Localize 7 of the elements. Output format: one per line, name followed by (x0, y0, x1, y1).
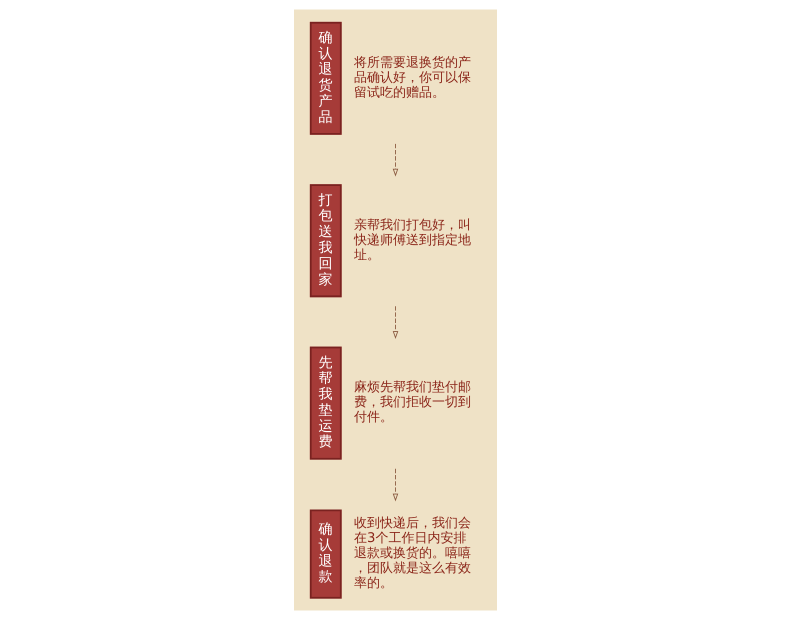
arrow (392, 143, 398, 177)
node-label: 亲帮我们打包好，叫快递师傅送到指定地址。 (354, 218, 471, 263)
node-label: 收到快递后，我们会在3个工作日内安排退款或换货的。嘻嘻，团队就是这么有效率的。 (354, 516, 471, 592)
arrow (392, 468, 398, 502)
node-label: 麻烦先帮我们垫付邮费，我们拒收一切到付件。 (354, 380, 471, 426)
node-label: 将所需要退换货的产品确认好，你可以保留试吃的赠品。 (354, 55, 471, 100)
arrow (392, 306, 398, 340)
